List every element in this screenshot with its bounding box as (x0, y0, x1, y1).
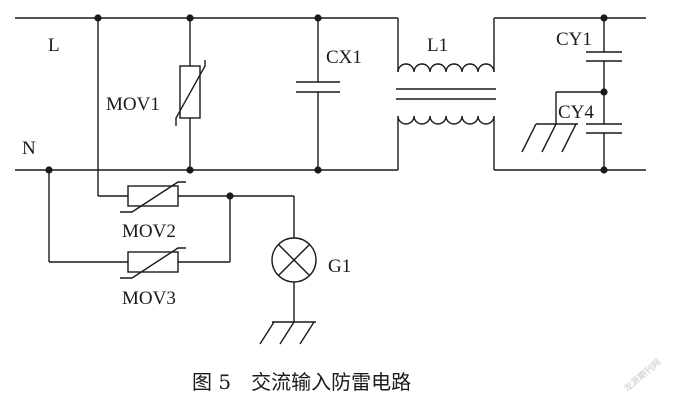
ground-cy (521, 91, 604, 153)
gas-discharge-tube-g1 (271, 237, 317, 283)
varistor-mov3 (120, 247, 186, 279)
choke-l1 (396, 63, 496, 125)
line-n-wire (15, 116, 646, 171)
watermark: 龙源期刊网 (621, 356, 663, 394)
label-mov2: MOV2 (122, 221, 176, 242)
capacitor-cy4 (586, 123, 622, 170)
capacitor-cx1 (296, 18, 340, 170)
label-mov3: MOV3 (122, 288, 176, 309)
label-l: L (48, 35, 60, 56)
label-g1: G1 (328, 256, 351, 277)
junction-dots (45, 14, 608, 200)
varistor-mov2 (120, 181, 186, 213)
label-cy1: CY1 (556, 29, 592, 50)
varistor-mov1 (175, 18, 206, 170)
label-n: N (22, 138, 36, 159)
line-l-wire (15, 17, 646, 72)
label-l1: L1 (427, 35, 448, 56)
lower-network-wires (48, 18, 295, 322)
figure-caption: 图 5 交流输入防雷电路 (192, 370, 411, 394)
label-cy4: CY4 (558, 102, 594, 123)
label-mov1: MOV1 (106, 94, 160, 115)
ground-g1 (259, 321, 316, 345)
label-cx1: CX1 (326, 47, 362, 68)
